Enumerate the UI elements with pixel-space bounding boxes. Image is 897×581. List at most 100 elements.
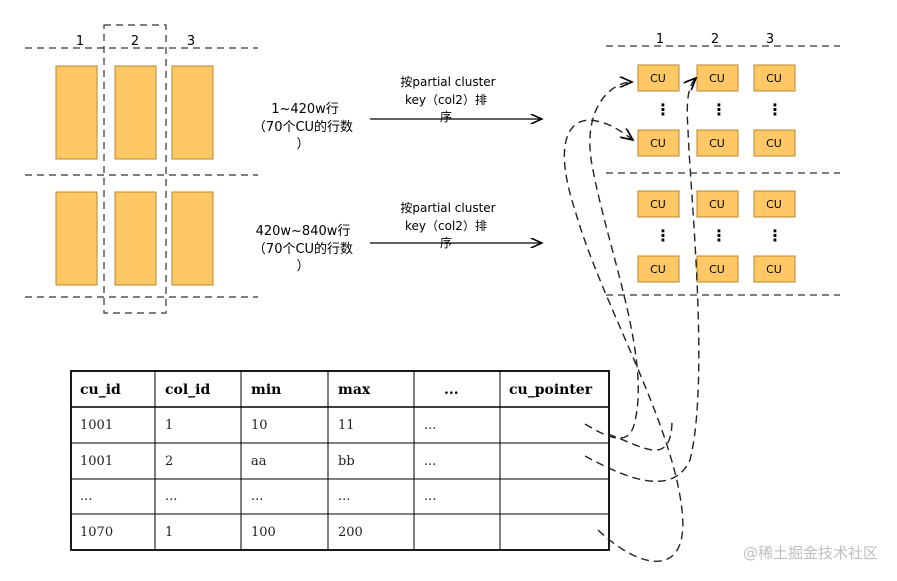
- right-col-label-2: 2: [711, 32, 719, 47]
- left-col-label-1: 1: [76, 34, 84, 49]
- group1-sort-line3: 序: [440, 109, 452, 124]
- cu-block: CU: [753, 64, 796, 92]
- column-block: [114, 191, 157, 286]
- table-cell: 2: [165, 454, 173, 469]
- cu-label: CU: [650, 198, 666, 211]
- table-cell: 200: [338, 525, 363, 540]
- group2-sort-label: 按partial cluster key（col2）排 序: [400, 201, 495, 250]
- table-cell: 100: [251, 525, 276, 540]
- vertical-ellipsis: ⋮: [767, 226, 783, 245]
- cu-block: CU: [696, 129, 739, 157]
- cu-block: CU: [637, 129, 680, 157]
- table-grid: [70, 370, 610, 551]
- vertical-ellipsis: ⋮: [655, 100, 671, 119]
- table-header-row: cu_id col_id min max ... cu_pointer: [80, 382, 593, 398]
- right-dashed-separators: [606, 45, 840, 296]
- table-cell: ...: [424, 454, 436, 469]
- cu-block: CU: [696, 64, 739, 92]
- table-cell: 11: [338, 418, 355, 433]
- watermark: @稀土掘金技术社区: [743, 544, 878, 562]
- group2-sort-line1: 按partial cluster: [400, 201, 495, 215]
- table-row: ... ... ... ... ...: [80, 489, 436, 504]
- right-col-label-3: 3: [766, 32, 774, 47]
- table-header-cell: ...: [444, 382, 459, 398]
- pointer-curve-row1-to-cu1: [584, 82, 639, 439]
- column-block: [171, 191, 214, 286]
- table-cell: ...: [251, 489, 263, 504]
- left-column-blocks-group2: [55, 191, 214, 286]
- cu-metadata-table: cu_id col_id min max ... cu_pointer 1001…: [70, 370, 610, 551]
- table-row: 1001 2 aa bb ...: [80, 454, 436, 469]
- cu-label: CU: [709, 137, 725, 150]
- column-block: [55, 65, 98, 160]
- table-cell: 10: [251, 418, 268, 433]
- group1-rows-note: （70个CU的行数: [253, 119, 353, 135]
- table-cell: bb: [338, 454, 355, 469]
- cu-block: CU: [696, 190, 739, 218]
- group1-row-range: 1~420w行 （70个CU的行数 ）: [253, 102, 353, 152]
- vertical-ellipsis: ⋮: [711, 100, 727, 119]
- table-cell: ...: [165, 489, 177, 504]
- cu-label: CU: [709, 72, 725, 85]
- group2-rows-note: （70个CU的行数: [253, 241, 353, 257]
- column-block: [114, 65, 157, 160]
- vertical-ellipsis: ⋮: [767, 100, 783, 119]
- right-column-labels: 1 2 3: [656, 32, 774, 47]
- cu-block: CU: [637, 255, 680, 283]
- table-row: 1070 1 100 200: [80, 525, 363, 540]
- cu-block: CU: [753, 129, 796, 157]
- pointer-curve-row4-to-cu-bottom: [563, 119, 684, 562]
- table-cell: 1001: [80, 454, 113, 469]
- cu-label: CU: [650, 137, 666, 150]
- group2-rows-note-end: ）: [296, 259, 309, 274]
- group1-sort-label: 按partial cluster key（col2）排 序: [400, 75, 495, 124]
- group2-sort-line2: key（col2）排: [405, 219, 487, 233]
- cu-pointer-curves: [563, 78, 700, 562]
- column-block: [55, 191, 98, 286]
- table-cell: 1070: [80, 525, 113, 540]
- left-column-labels: 1 2 3: [76, 34, 195, 49]
- table-cell: 1: [165, 418, 173, 433]
- table-header-cell: cu_pointer: [509, 382, 593, 398]
- cu-label: CU: [766, 263, 782, 276]
- column-2-highlight-box: [103, 24, 167, 314]
- group2-rows-text: 420w~840w行: [256, 224, 351, 239]
- table-cell: 1: [165, 525, 173, 540]
- cu-block: CU: [753, 255, 796, 283]
- cu-grid-group2: CU CU CU ⋮ ⋮ ⋮ CU CU CU: [637, 190, 796, 283]
- group1-sort-line2: key（col2）排: [405, 93, 487, 107]
- cu-block: CU: [753, 190, 796, 218]
- column-block: [171, 65, 214, 160]
- group1-rows-note-end: ）: [296, 137, 309, 152]
- cu-block: CU: [696, 255, 739, 283]
- vertical-ellipsis: ⋮: [711, 226, 727, 245]
- cu-label: CU: [650, 263, 666, 276]
- left-column-blocks-group1: [55, 65, 214, 160]
- cu-label: CU: [766, 72, 782, 85]
- table-cell: ...: [80, 489, 92, 504]
- cu-label: CU: [709, 198, 725, 211]
- table-cell: aa: [251, 454, 267, 469]
- cu-label: CU: [709, 263, 725, 276]
- table-header-cell: max: [338, 382, 371, 398]
- cu-grid-group1: CU CU CU ⋮ ⋮ ⋮ CU CU CU: [637, 64, 796, 157]
- table-cell: ...: [338, 489, 350, 504]
- vertical-ellipsis: ⋮: [655, 226, 671, 245]
- group2-row-range: 420w~840w行 （70个CU的行数 ）: [253, 224, 353, 274]
- table-cell: 1001: [80, 418, 113, 433]
- group1-sort-line1: 按partial cluster: [400, 75, 495, 89]
- table-row: 1001 1 10 11 ...: [80, 418, 436, 433]
- table-cell: ...: [424, 489, 436, 504]
- table-header-cell: cu_id: [80, 382, 121, 398]
- left-col-label-3: 3: [187, 34, 195, 49]
- table-cell: ...: [424, 418, 436, 433]
- cu-label: CU: [650, 72, 666, 85]
- right-col-label-1: 1: [656, 32, 664, 47]
- pointer-curve-row1-extension: [607, 419, 673, 451]
- left-col-label-2: 2: [131, 34, 139, 49]
- left-dashed-separators: [25, 24, 258, 314]
- group1-rows-text: 1~420w行: [271, 102, 339, 117]
- pointer-curve-row2-to-cu2: [584, 78, 700, 482]
- cu-label: CU: [766, 137, 782, 150]
